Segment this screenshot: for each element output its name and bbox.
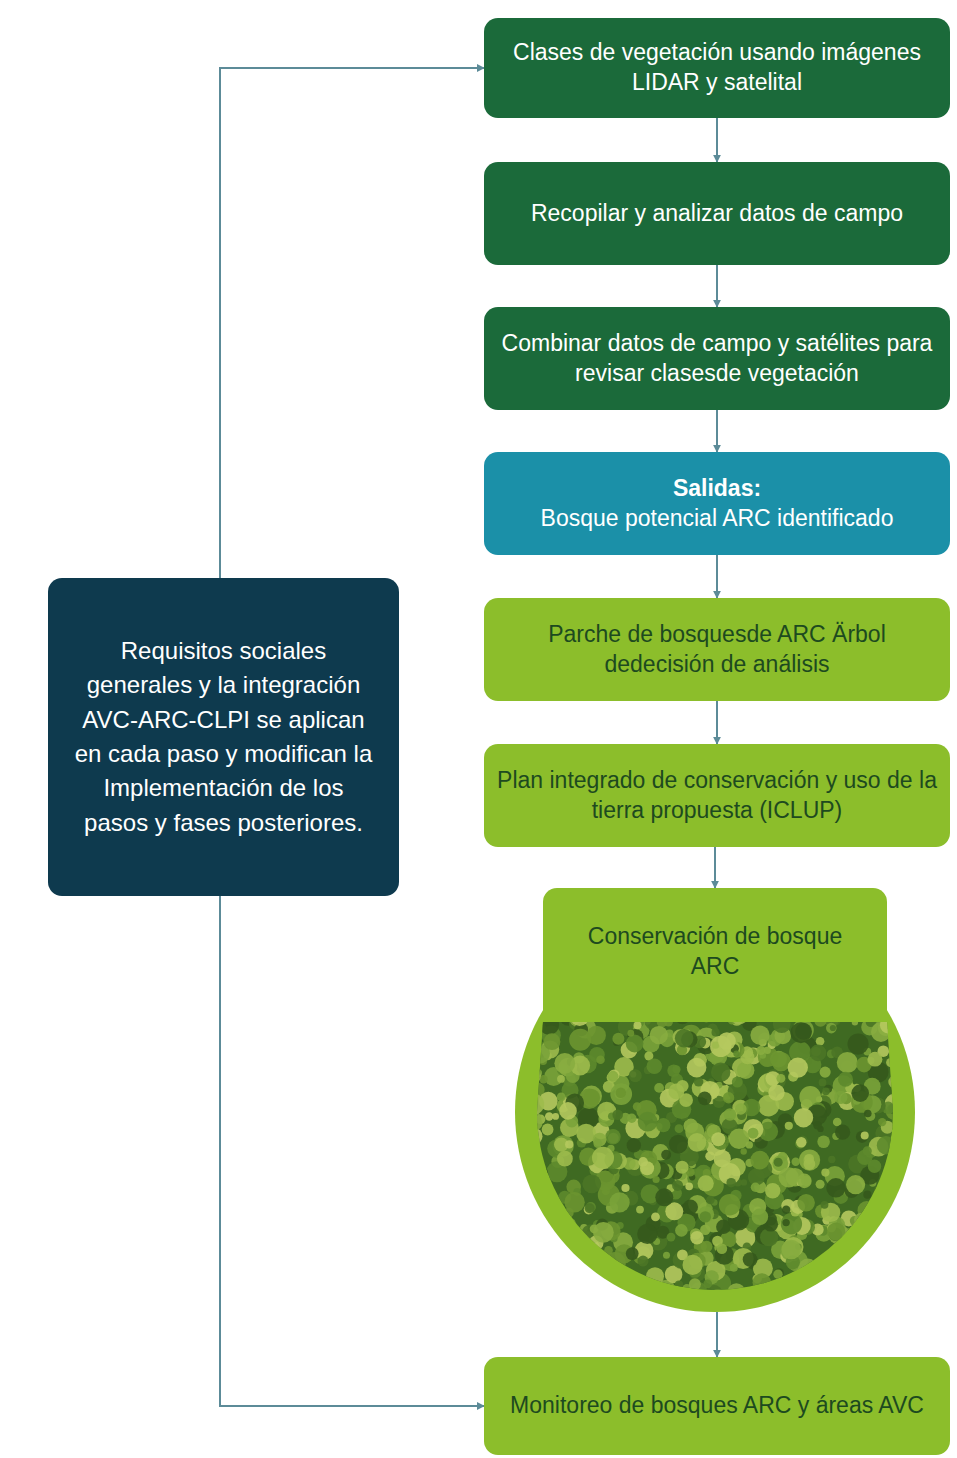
process-box: Plan integrado de conservación y uso de …	[484, 744, 950, 847]
flow-arrow	[716, 410, 718, 452]
flow-arrow	[716, 265, 718, 307]
node-text: Bosque potencial ARC identificado	[529, 504, 906, 534]
flow-arrow	[714, 847, 716, 888]
shape-top	[543, 888, 887, 1038]
flow-arrow	[220, 68, 484, 578]
flow-arrow	[716, 118, 718, 162]
process-box: Monitoreo de bosques ARC y áreas AVC	[484, 1357, 950, 1455]
note-box: Requisitos sociales generales y la integ…	[48, 578, 399, 896]
flow-arrow	[716, 1312, 718, 1357]
node-text: Conservación de bosque ARC	[565, 922, 865, 982]
process-box: Recopilar y analizar datos de campo	[484, 162, 950, 265]
node-text: Plan integrado de conservación y uso de …	[484, 766, 950, 826]
process-box: Parche de bosquesde ARC Ärbol dedecisión…	[484, 598, 950, 701]
node-text: Clases de vegetación usando imágenes LID…	[484, 38, 950, 98]
node-text: Parche de bosquesde ARC Ärbol dedecisión…	[484, 620, 950, 680]
flow-arrow	[716, 555, 718, 598]
node-text: Requisitos sociales generales y la integ…	[62, 634, 385, 840]
output-box: Salidas:Bosque potencial ARC identificad…	[484, 452, 950, 555]
process-box: Combinar datos de campo y satélites para…	[484, 307, 950, 410]
flow-arrow	[716, 701, 718, 744]
node-text: Recopilar y analizar datos de campo	[519, 199, 915, 229]
node-text: Combinar datos de campo y satélites para…	[484, 329, 950, 389]
text-area: Conservación de bosque ARC	[565, 888, 865, 1016]
process-box: Clases de vegetación usando imágenes LID…	[484, 18, 950, 118]
conservation-shape: Conservación de bosque ARC	[515, 888, 915, 1312]
conservation-outline	[515, 888, 915, 1312]
forest-image	[515, 1003, 915, 1312]
flow-arrow	[220, 896, 484, 1406]
output-heading: Salidas:	[661, 474, 773, 504]
node-text: Monitoreo de bosques ARC y áreas AVC	[498, 1391, 936, 1421]
